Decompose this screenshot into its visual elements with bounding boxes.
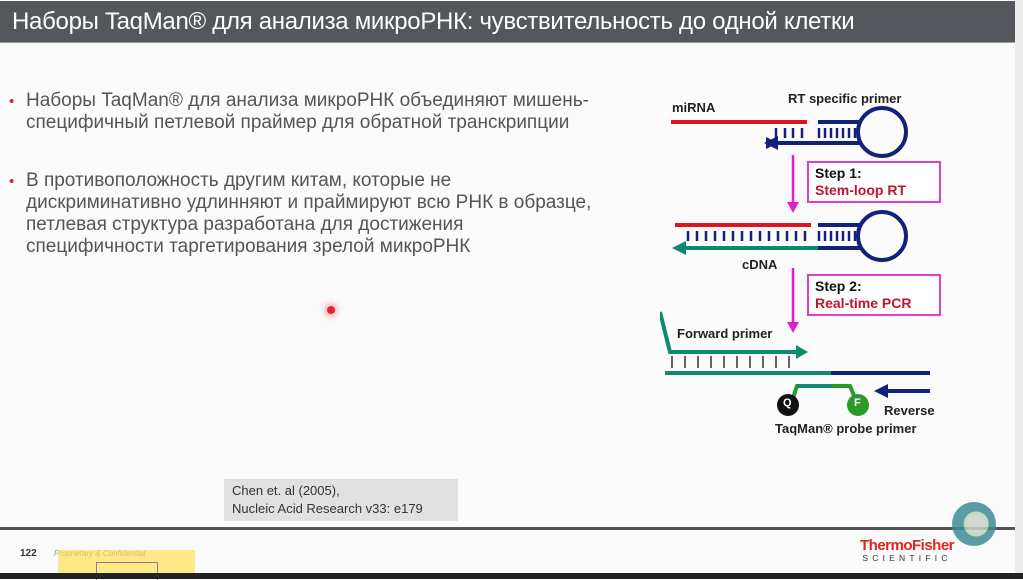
step-1-box: Step 1: Stem-loop RT [807, 161, 941, 203]
laser-pointer-dot [327, 306, 335, 314]
step-2-box: Step 2: Real-time PCR [807, 274, 941, 316]
mirna-label: miRNA [672, 100, 716, 115]
rt-primer-label: RT specific primer [788, 91, 902, 106]
bottom-bar [0, 573, 1023, 579]
logo-sub: SCIENTIFIC [862, 553, 952, 563]
cdna-label: cDNA [742, 257, 778, 272]
page-number: 122 [20, 548, 37, 559]
step-1-name: Stem-loop RT [815, 182, 906, 198]
bullet-line: специфичный петлевой праймер для обратно… [26, 112, 570, 133]
logo-brand: ThermoFisher [860, 537, 955, 554]
webcam-bubble-icon [952, 502, 996, 546]
bullet-line: Наборы TaqMan® для анализа микроРНК объе… [26, 90, 589, 111]
step-1-number: Step 1: [815, 165, 862, 181]
quencher-q-icon: Q [783, 397, 792, 409]
bullet-dot-icon: • [9, 93, 15, 110]
bullet-line: В противоположность другим китам, которы… [26, 170, 452, 191]
bullet-item: • В противоположность другим китам, кото… [8, 170, 668, 258]
citation-box: Chen et. al (2005), Nucleic Acid Researc… [224, 479, 458, 521]
title-bar: Наборы TaqMan® для анализа микроРНК: чув… [0, 1, 1015, 43]
step-2-number: Step 2: [815, 278, 862, 294]
probe-primer-label: TaqMan® probe primer [775, 421, 917, 436]
step-2-name: Real-time PCR [815, 295, 912, 311]
bullet-line: петлевая структура разработана для дости… [26, 214, 464, 235]
bullet-list: • Наборы TaqMan® для анализа микроРНК об… [8, 90, 668, 294]
bullet-line: специфичности таргетирования зрелой микр… [26, 236, 471, 257]
window-edge [1015, 0, 1023, 579]
bullet-line: дискриминативно удлинняют и праймируют в… [26, 192, 592, 213]
reverse-label: Reverse [884, 403, 935, 418]
thermofisher-logo: ThermoFisher SCIENTIFIC [860, 537, 955, 564]
bullet-item: • Наборы TaqMan® для анализа микроРНК об… [8, 90, 668, 134]
footer-divider [0, 527, 1015, 530]
diagram-graphic [660, 106, 930, 416]
bullet-dot-icon: • [9, 173, 15, 190]
citation-line-2: Nucleic Acid Research v33: e179 [232, 501, 423, 516]
fluorophore-f-icon: F [854, 397, 861, 409]
forward-primer-label: Forward primer [677, 326, 773, 341]
slide-title: Наборы TaqMan® для анализа микроРНК: чув… [12, 8, 855, 35]
stem-loop-rt-pcr-diagram: miRNA RT specific primer Step 1: Stem-lo… [660, 80, 950, 450]
citation-line-1: Chen et. al (2005), [232, 483, 340, 498]
